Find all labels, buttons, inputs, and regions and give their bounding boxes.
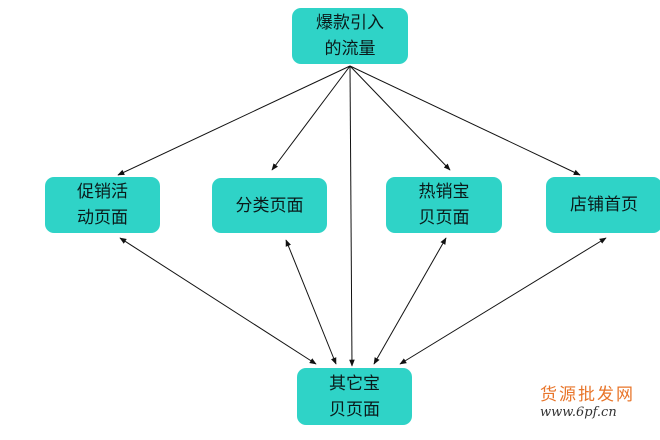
- node-label: 爆款引入: [316, 13, 384, 33]
- node-label: 店铺首页: [570, 195, 638, 215]
- node-label: 分类页面: [235, 195, 304, 216]
- node-label: 促销活: [77, 182, 128, 202]
- arrow-top-to-other: [349, 65, 355, 367]
- node-store-home: 店铺首页: [546, 177, 660, 233]
- arrow-top-to-category: [271, 65, 351, 171]
- arrow-home-other: [399, 237, 607, 365]
- node-label: 热销宝: [418, 182, 470, 202]
- node-label: 动页面: [77, 208, 128, 228]
- arrow-top-to-promo: [117, 65, 351, 176]
- arrow-top-to-home: [349, 65, 581, 176]
- arrow-top-to-hot: [349, 65, 451, 171]
- node-promo-page: 促销活 动页面: [45, 177, 160, 233]
- arrow-promo-other: [119, 237, 317, 365]
- node-label: 贝页面: [418, 208, 470, 228]
- watermark-url: www.6pf.cn: [540, 405, 617, 420]
- node-label: 的流量: [324, 39, 376, 59]
- node-category-page: 分类页面: [212, 178, 327, 233]
- arrow-hot-other: [373, 237, 447, 365]
- node-other-items-page: 其它宝 贝页面: [297, 368, 412, 425]
- node-label: 贝页面: [329, 399, 380, 420]
- arrow-category-other: [285, 239, 337, 365]
- node-bestseller-page: 热销宝 贝页面: [386, 177, 502, 233]
- watermark: 货源批发网 www.6pf.cn: [540, 380, 635, 420]
- node-label: 其它宝: [329, 373, 380, 394]
- watermark-name: 货源批发网: [540, 385, 635, 405]
- node-hot-item-traffic: 爆款引入 的流量: [292, 8, 408, 64]
